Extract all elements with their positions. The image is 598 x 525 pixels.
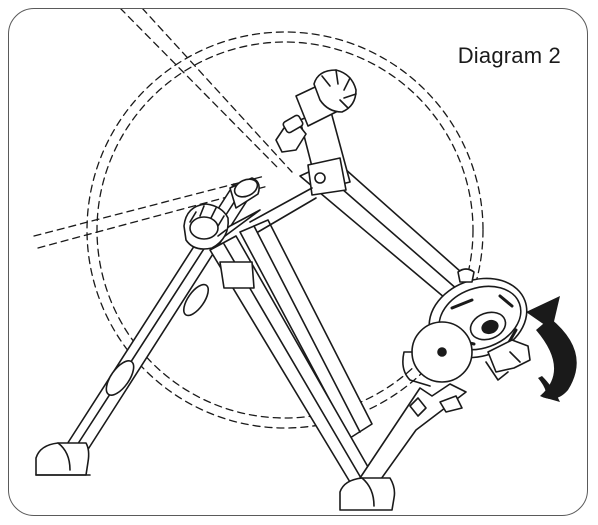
rotation-arrow xyxy=(526,296,577,402)
diagram-title: Diagram 2 xyxy=(457,43,561,68)
trainer-frame-cross xyxy=(199,159,471,439)
left-foot xyxy=(35,442,91,476)
trainer-frame-rear xyxy=(249,107,351,233)
resistance-unit xyxy=(402,268,531,387)
left-axle-knob xyxy=(183,177,260,250)
right-base xyxy=(347,383,467,487)
right-foot xyxy=(339,477,396,511)
wheel-outline xyxy=(86,31,484,429)
diagram-frame: Diagram 2 xyxy=(8,8,588,516)
right-axle-knob xyxy=(275,69,357,153)
bike-frame-hint xyxy=(33,9,293,249)
